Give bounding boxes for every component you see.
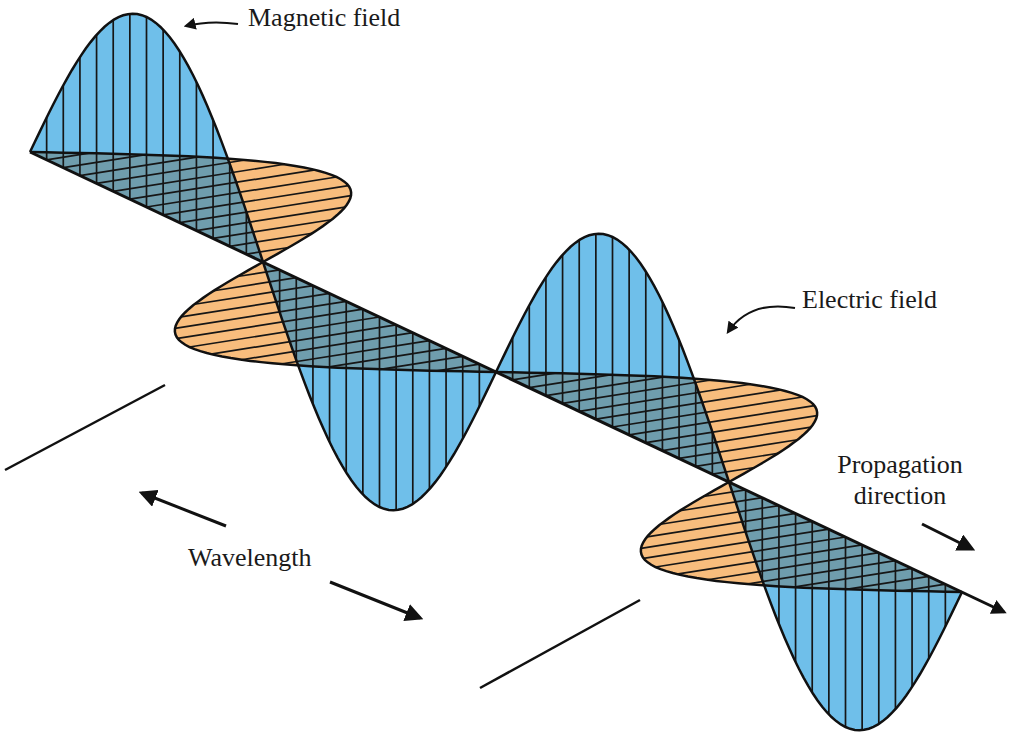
hatch-line xyxy=(462,356,464,438)
hatch-line xyxy=(678,340,680,458)
hatch-line xyxy=(529,375,611,388)
hatch-line xyxy=(146,17,148,207)
hatch-line xyxy=(113,164,284,191)
hatch-line xyxy=(213,220,331,239)
hatch-line xyxy=(846,576,928,589)
wavelength-arrow xyxy=(330,582,420,618)
hatch-line xyxy=(229,164,231,246)
hatch-line xyxy=(878,553,880,724)
hatch-line xyxy=(794,568,912,587)
hatch-line xyxy=(97,160,246,183)
hatch-line xyxy=(528,305,530,387)
field-label: Magnetic field xyxy=(248,2,400,33)
hatch-line xyxy=(595,234,597,419)
hatch-line xyxy=(861,545,863,730)
hatch-line xyxy=(628,250,630,435)
hatch-line xyxy=(578,240,580,411)
field-label: Electric field xyxy=(802,284,937,315)
hatch-line xyxy=(828,529,830,714)
wave-group xyxy=(30,14,1004,730)
hatch-line xyxy=(345,301,347,472)
hatch-line xyxy=(281,341,430,364)
extension-line xyxy=(480,600,640,688)
hatch-line xyxy=(563,380,712,403)
hatch-line xyxy=(328,348,446,367)
leader-arrow xyxy=(186,22,238,26)
hatch-line xyxy=(194,286,312,305)
propagation-axis xyxy=(30,152,1004,612)
hatch-line xyxy=(112,20,114,191)
hatch-line xyxy=(562,255,564,404)
dimension-label: Wavelength xyxy=(188,542,312,573)
hatch-line xyxy=(679,440,797,459)
hatch-line xyxy=(778,506,780,624)
hatch-line xyxy=(312,286,314,404)
direction-label: Propagation direction xyxy=(812,449,988,511)
hatch-line xyxy=(845,537,847,727)
hatch-line xyxy=(911,568,913,686)
hatch-line xyxy=(695,384,697,466)
hatch-line xyxy=(811,521,813,692)
extension-line xyxy=(5,385,165,470)
hatch-line xyxy=(62,85,64,167)
hatch-line xyxy=(129,14,131,199)
hatch-line xyxy=(242,333,413,360)
hatch-line xyxy=(395,325,397,510)
hatch-line xyxy=(612,237,614,427)
hatch-line xyxy=(379,317,381,507)
wavelength-arrow xyxy=(142,493,226,526)
hatch-line xyxy=(641,521,812,548)
hatch-line xyxy=(96,35,98,184)
hatch-line xyxy=(646,416,817,443)
direction-arrow xyxy=(922,524,972,549)
hatch-line xyxy=(412,333,414,504)
hatch-line xyxy=(162,30,164,215)
hatch-line xyxy=(429,341,431,490)
hatch-line xyxy=(712,432,714,474)
hatch-line xyxy=(246,212,248,254)
hatch-line xyxy=(708,553,879,580)
hatch-line xyxy=(362,309,364,494)
hatch-line xyxy=(79,57,81,175)
hatch-line xyxy=(380,356,462,369)
hatch-line xyxy=(445,348,447,466)
hatch-line xyxy=(63,155,145,168)
hatch-line xyxy=(180,196,351,223)
hatch-line xyxy=(928,576,930,658)
hatch-line xyxy=(212,120,214,238)
hatch-line xyxy=(645,272,647,443)
hatch-line xyxy=(579,384,750,411)
leader-arrow xyxy=(728,306,795,332)
hatch-line xyxy=(747,561,896,584)
hatch-line xyxy=(895,561,897,710)
hatch-line xyxy=(545,277,547,395)
hatch-line xyxy=(179,52,181,223)
hatch-line xyxy=(175,301,346,328)
hatch-line xyxy=(660,506,778,525)
